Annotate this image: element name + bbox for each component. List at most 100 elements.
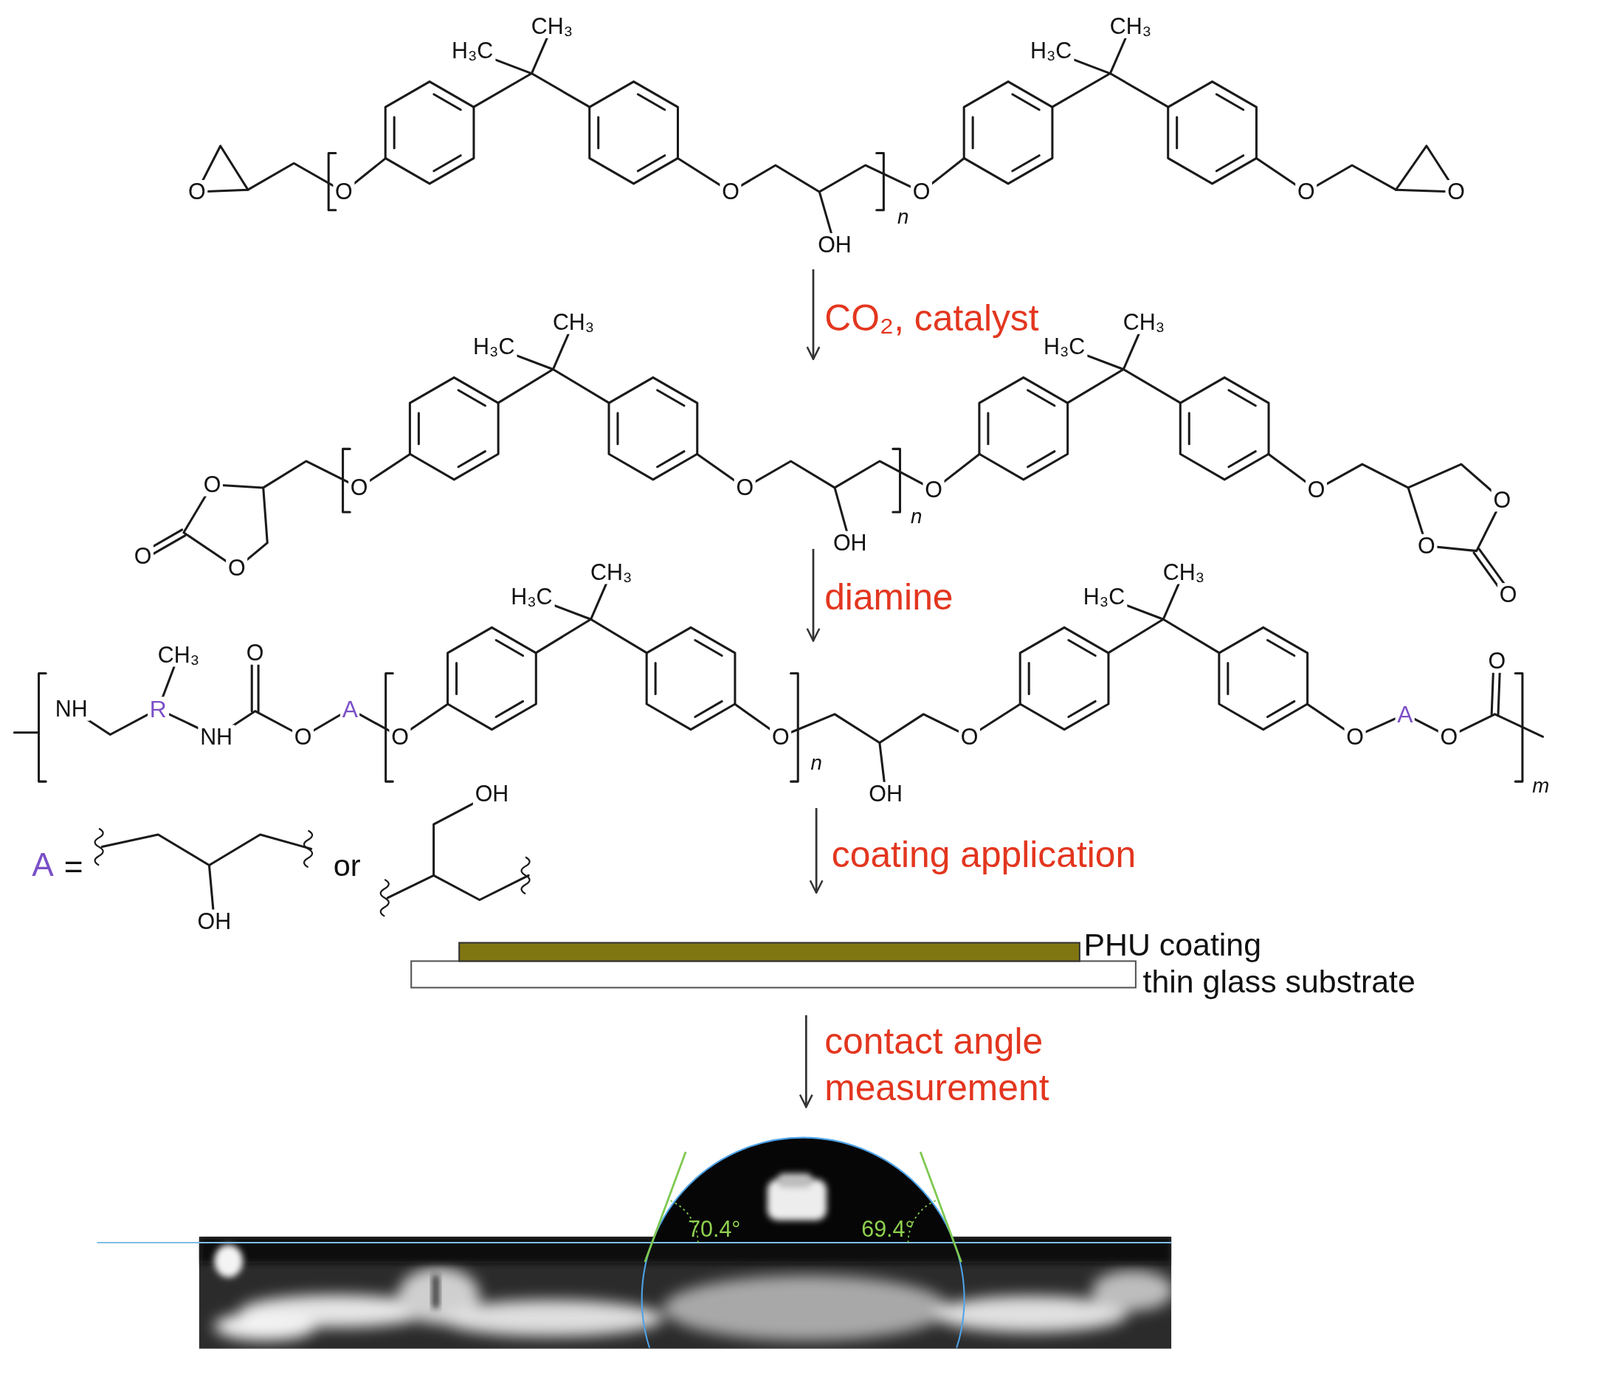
bond-line: [608, 377, 698, 480]
tangent-line: [920, 1152, 961, 1262]
bond-line: [458, 390, 485, 406]
bond-line: [657, 390, 685, 406]
reaction-arrow: [812, 549, 815, 641]
chemical-structures: [14, 26, 1543, 922]
atom-label: H₃C: [449, 39, 496, 63]
bond-line: [892, 448, 901, 513]
bond-line: [495, 639, 523, 656]
atom-label: O: [348, 476, 370, 500]
attachment-squiggle: [95, 828, 104, 866]
photo-ground: [199, 1236, 1172, 1350]
bond-line: [979, 377, 1068, 480]
bond-line: [1228, 451, 1256, 468]
repeat-subscript: m: [1530, 774, 1553, 797]
bond-line: [1012, 155, 1040, 172]
layer-label: thin glass substrate: [1143, 966, 1416, 1000]
atom-label: OH: [815, 233, 854, 257]
repeat-subscript: n: [895, 206, 911, 229]
atom-label: O: [1445, 180, 1467, 204]
atom-label: OH: [195, 909, 234, 934]
atom-label: OH: [830, 531, 869, 555]
bond-line: [433, 155, 461, 172]
bond-line: [1168, 81, 1257, 184]
bond-line: [1307, 704, 1543, 737]
bond-line: [1108, 619, 1220, 654]
process-arrow: [805, 1015, 808, 1108]
atom-label: O: [1295, 180, 1317, 204]
atom-label: O: [719, 180, 741, 204]
bond-line: [1028, 662, 1031, 694]
conjunction-label: or: [331, 849, 363, 882]
group-label: A: [1395, 701, 1416, 727]
atom-label: CH₃: [529, 14, 575, 39]
atom-label: CH₃: [1121, 310, 1167, 335]
bond-line: [1256, 157, 1396, 192]
atom-label: O: [1486, 649, 1508, 674]
atom-label: O: [332, 180, 355, 204]
bond-line: [1028, 451, 1055, 468]
bond-line: [498, 369, 610, 404]
bond-line: [637, 94, 665, 110]
bond-line: [447, 627, 537, 730]
layer-label: PHU coating: [1083, 929, 1262, 963]
atom-label: O: [1491, 488, 1513, 513]
atom-label: O: [225, 556, 248, 581]
attachment-squiggle: [380, 879, 389, 917]
bond-line: [963, 81, 1053, 184]
bond-line: [1028, 390, 1055, 406]
bond-line: [597, 117, 600, 149]
bond-line: [455, 662, 458, 694]
bond-line: [1267, 639, 1294, 656]
atom-label: O: [769, 724, 792, 749]
bond-line: [433, 94, 461, 110]
bond-line: [971, 117, 975, 149]
photo-glare: [214, 1245, 243, 1278]
bond-line: [1068, 701, 1096, 717]
bond-line: [646, 627, 736, 730]
atom-label: O: [1415, 534, 1437, 558]
atom-label: O: [388, 724, 411, 749]
atom-label: O: [910, 180, 933, 204]
atom-label: NH: [53, 697, 90, 722]
bond-line: [433, 794, 493, 877]
bond-line: [1188, 413, 1191, 445]
atom-label: O: [1497, 583, 1519, 607]
atom-label: H₃C: [1041, 335, 1088, 359]
bond-line: [1067, 369, 1181, 404]
drop-highlight: [777, 1173, 813, 1188]
bond-line: [654, 662, 657, 694]
bond-line: [387, 875, 529, 900]
bond-line: [495, 701, 523, 717]
bond-line: [473, 73, 591, 108]
atom-label: O: [923, 478, 945, 502]
bond-line: [696, 453, 934, 490]
bond-line: [39, 673, 47, 783]
group-label: A: [31, 847, 54, 882]
atom-label: CH₃: [155, 643, 202, 668]
bond-line: [101, 834, 311, 865]
step-label: contact angle measurement: [824, 1018, 1131, 1110]
atom-label: O: [1305, 478, 1327, 502]
atom-label: H₃C: [508, 585, 555, 609]
baseline: [96, 1242, 1172, 1244]
bond-line: [1228, 390, 1256, 406]
atom-label: CH₃: [588, 560, 634, 585]
bond-line: [695, 701, 722, 717]
bond-line: [876, 152, 885, 210]
group-label: A: [340, 696, 361, 722]
bond-line: [1019, 627, 1109, 730]
bond-line: [1268, 453, 1409, 490]
attachment-squiggle: [521, 856, 530, 894]
photo-texture: [214, 1267, 1172, 1341]
bond-line: [1226, 662, 1229, 694]
atom-label: O: [1438, 724, 1460, 749]
step-label: CO₂, catalyst: [824, 298, 1039, 338]
bond-line: [791, 673, 799, 783]
bond-line: [1515, 673, 1523, 783]
process-arrow: [815, 808, 818, 893]
group-label: R: [147, 696, 170, 722]
atom-label: CH₃: [1160, 560, 1207, 585]
atom-label: OH: [867, 782, 905, 806]
bond-line: [385, 81, 474, 184]
